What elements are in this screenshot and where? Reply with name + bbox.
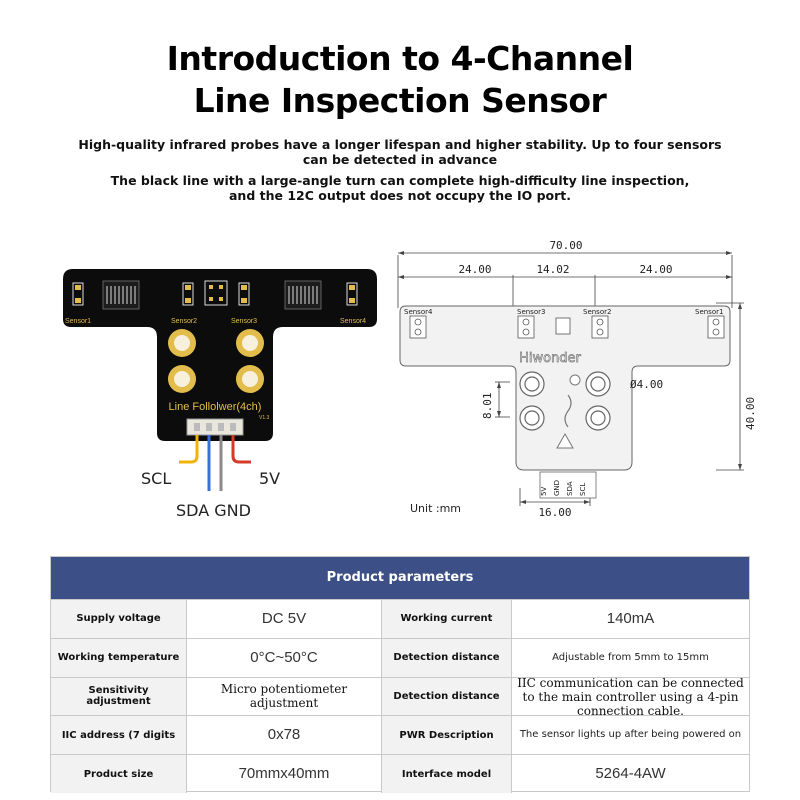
ir-chip-1 <box>102 280 140 310</box>
param-label: PWR Description <box>381 716 511 755</box>
scl-wire <box>179 435 199 464</box>
drawing-holes <box>519 371 611 431</box>
board-version: V1.3 <box>259 415 270 421</box>
pin-scl: SCL <box>579 483 587 496</box>
table-row: IIC address (7 digits 0x78 PWR Descripti… <box>51 715 749 755</box>
table-header: Product parameters <box>51 557 749 599</box>
param-label: Working temperature <box>51 638 186 677</box>
param-label: Working current <box>381 600 511 638</box>
dim-spacing: 8.01 <box>481 393 494 420</box>
board-outline <box>399 305 731 471</box>
dim-right: 24.00 <box>639 263 672 276</box>
description-line-3: The black line with a large-angle turn c… <box>110 173 690 188</box>
param-value: 140mA <box>511 600 749 638</box>
description-line-4: and the 12C output does not occupy the I… <box>228 188 572 203</box>
wire-label-5v: 5V <box>259 469 280 488</box>
param-value: DC 5V <box>186 600 381 638</box>
wire-label-sda-gnd: SDA GND <box>176 501 251 520</box>
unit-label: Unit :mm <box>410 502 461 515</box>
param-value: The sensor lights up after being powered… <box>511 716 749 755</box>
param-label: Supply voltage <box>51 600 186 638</box>
brand-logo: Hiwonder <box>519 351 581 366</box>
dim-height: 40.00 <box>744 397 757 430</box>
wire-label-scl: SCL <box>141 469 171 488</box>
pin-header <box>539 471 597 499</box>
dimension-drawing-svg: Sensor4 Sensor3 Sensor2 Sensor1 Hiwonder <box>397 239 757 519</box>
param-value: Micro potentiometer adjustment <box>186 677 381 716</box>
param-value: IIC communication can be connected to th… <box>511 676 749 717</box>
pin-5v: 5V <box>540 487 548 496</box>
description-line-1: High-quality infrared probes have a long… <box>78 137 722 152</box>
table-row: Product size 70mmx40mm Interface model 5… <box>51 754 749 793</box>
dim-left: 24.00 <box>458 263 491 276</box>
param-label: Detection distance <box>381 677 511 716</box>
dim-hole: Ø4.00 <box>630 378 663 391</box>
dim-total: 70.00 <box>549 239 582 252</box>
power-wire <box>231 435 251 464</box>
param-value: 5264-4AW <box>511 755 749 793</box>
title-line-2: Line Inspection Sensor <box>193 81 607 120</box>
title-line-1: Introduction to 4-Channel <box>166 39 634 78</box>
drawing-sensor-label-2: Sensor2 <box>583 308 611 316</box>
param-value: 0°C~50°C <box>186 638 381 677</box>
board-sensor-label-3: Sensor3 <box>231 318 257 325</box>
param-value: 0x78 <box>186 716 381 755</box>
dim-connector: 16.00 <box>538 506 571 519</box>
sensor-board-illustration: Sensor1 Sensor2 Sensor3 Sensor4 Line Fol… <box>55 255 385 525</box>
drawing-sensor-label-1: Sensor1 <box>695 308 723 316</box>
pcb-body <box>63 269 377 441</box>
ir-chip-4 <box>284 280 322 310</box>
param-label: Sensitivity adjustment <box>51 677 186 716</box>
page-title: Introduction to 4-Channel Line Inspectio… <box>0 38 800 122</box>
drawing-sensor-label-4: Sensor4 <box>404 308 433 316</box>
product-parameters-table: Product parameters Supply voltage DC 5V … <box>50 556 750 793</box>
board-sensor-label-4: Sensor4 <box>340 318 366 325</box>
pin-gnd: GND <box>553 480 561 496</box>
param-label: Interface model <box>381 755 511 793</box>
table-row: Sensitivity adjustment Micro potentiomet… <box>51 676 749 717</box>
param-label: IIC address (7 digits <box>51 716 186 755</box>
table-row: Supply voltage DC 5V Working current 140… <box>51 599 749 638</box>
param-label: Detection distance <box>381 638 511 677</box>
connector <box>186 418 244 436</box>
drawing-sensor-label-3: Sensor3 <box>517 308 545 316</box>
board-sensor-label-1: Sensor1 <box>65 318 91 325</box>
pin-sda: SDA <box>566 481 574 496</box>
mounting-holes <box>168 329 264 393</box>
sensor-board-svg: Sensor1 Sensor2 Sensor3 Sensor4 Line Fol… <box>63 269 377 520</box>
board-sensor-label-2: Sensor2 <box>171 318 197 325</box>
dimension-drawing: Sensor4 Sensor3 Sensor2 Sensor1 Hiwonder <box>380 230 760 530</box>
dim-mid: 14.02 <box>536 263 569 276</box>
param-value: Adjustable from 5mm to 15mm <box>511 638 749 677</box>
board-name: Line Follolwer(4ch) <box>169 401 262 413</box>
param-value: 70mmx40mm <box>186 755 381 793</box>
description-line-2: can be detected in advance <box>302 152 498 167</box>
param-label: Product size <box>51 755 186 793</box>
table-row: Working temperature 0°C~50°C Detection d… <box>51 637 749 677</box>
